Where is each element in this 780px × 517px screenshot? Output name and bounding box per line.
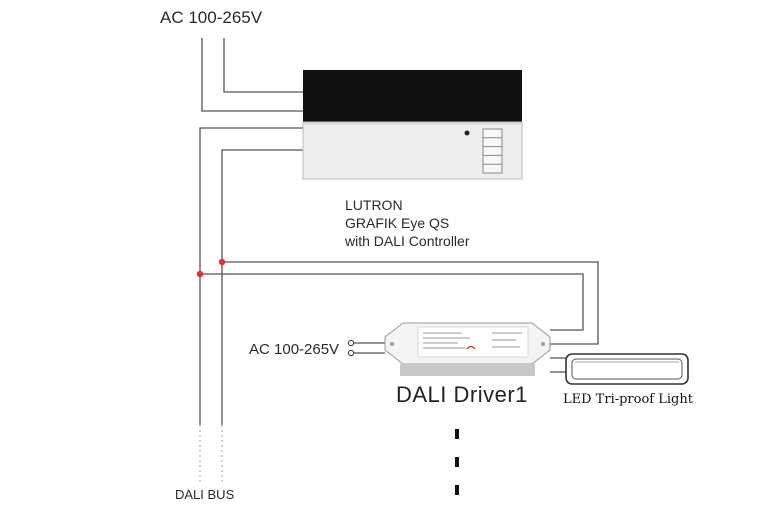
driver-ac-supply-label: AC 100-265V — [249, 341, 340, 358]
terminal-circle — [347, 339, 355, 347]
ac-supply-label: AC 100-265V — [160, 8, 263, 27]
controller-label-brand: LUTRON — [345, 197, 403, 213]
controller-indicator-dot — [464, 130, 470, 136]
driver-label-sticker — [417, 326, 529, 358]
driver-ac-wires — [353, 342, 385, 354]
continuation-dots — [455, 429, 459, 495]
light-label: LED Tri-proof Light — [563, 392, 693, 407]
driver-mount-hole — [390, 342, 394, 346]
dali-branch-wires — [200, 261, 599, 345]
junction-dot — [218, 258, 226, 266]
controller-top-panel — [303, 70, 522, 122]
ac-supply-wires — [201, 38, 303, 112]
lutron-controller — [302, 70, 523, 180]
dali-bus-label: DALI BUS — [175, 487, 235, 502]
controller-label-desc: with DALI Controller — [345, 233, 470, 249]
controller-button-column — [482, 128, 503, 174]
led-light — [565, 353, 689, 385]
dali-driver — [384, 322, 551, 376]
driver-bottom-edge — [400, 364, 535, 376]
junction-dot — [196, 270, 204, 278]
terminal-circle — [347, 349, 355, 357]
driver-output-wires — [550, 357, 568, 373]
driver-logo-mark — [466, 345, 476, 350]
driver-label: DALI Driver1 — [396, 382, 528, 407]
controller-label-model: GRAFIK Eye QS — [345, 215, 450, 231]
driver-mount-hole — [541, 342, 545, 346]
controller-label: LUTRON GRAFIK Eye QS with DALI Controlle… — [345, 196, 470, 250]
led-light-tube — [571, 358, 683, 380]
dali-bus-wires — [199, 127, 303, 482]
led-light-housing — [565, 353, 689, 385]
